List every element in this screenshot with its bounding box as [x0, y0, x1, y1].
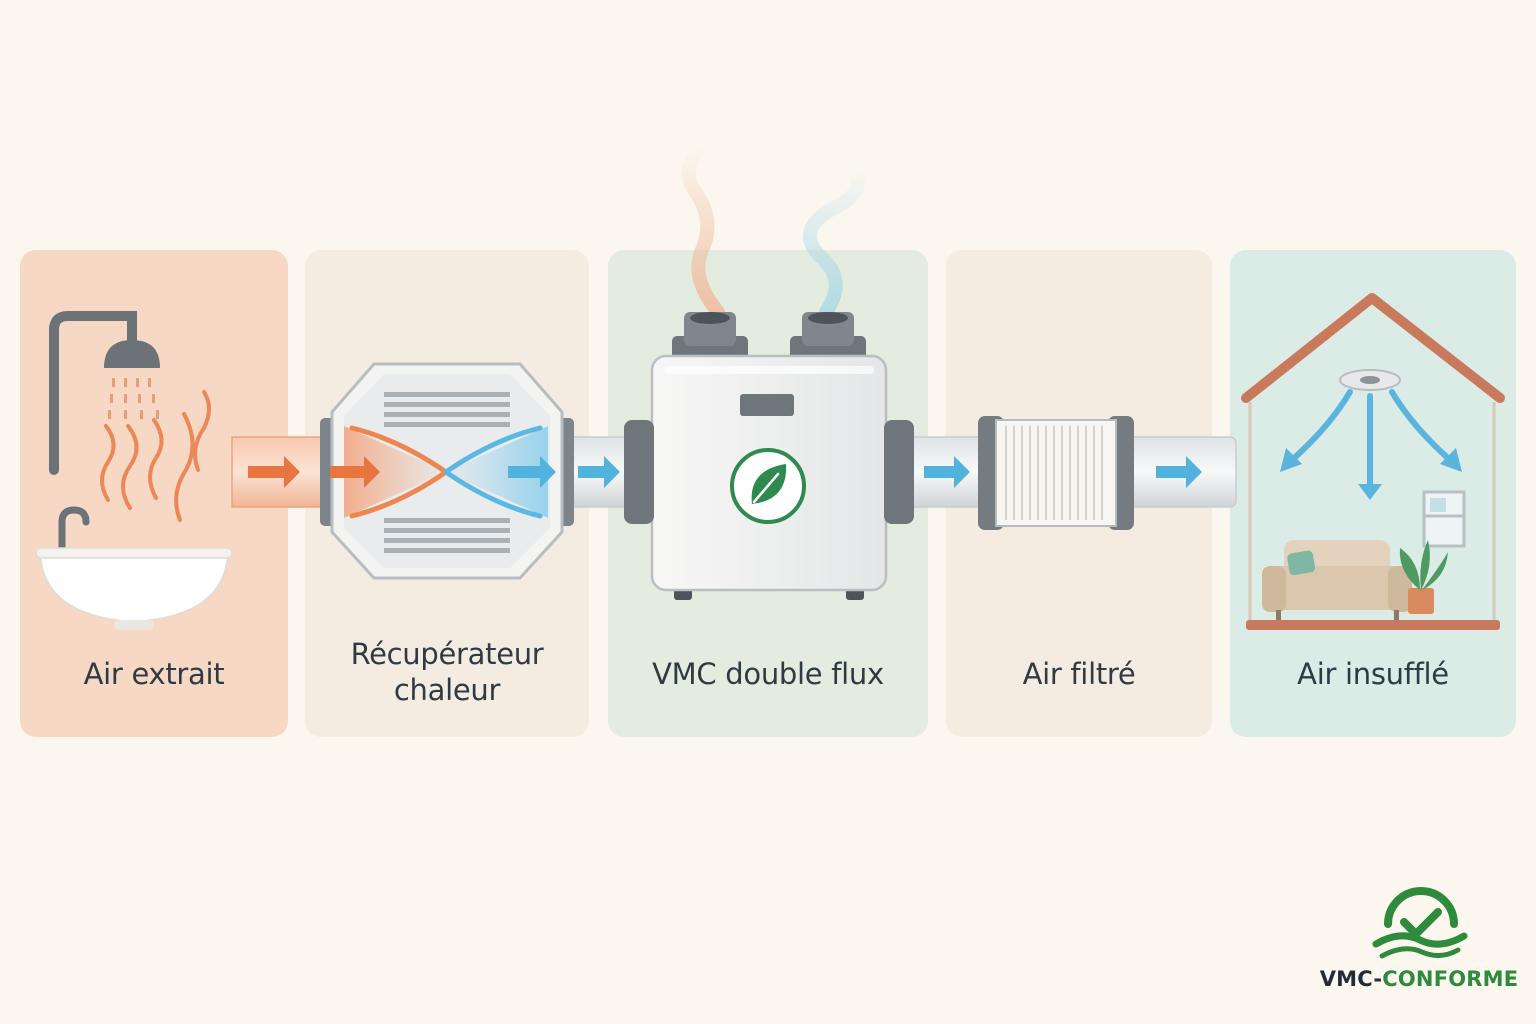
- ventilation-unit-icon: [624, 312, 914, 600]
- air-filter-icon: [978, 416, 1134, 530]
- shower-and-sink-icon: [35, 311, 233, 630]
- cool-air-arrow-3: [924, 456, 970, 488]
- cool-air-arrow-1: [508, 456, 556, 488]
- house-airflow-icon: [1241, 293, 1505, 630]
- step-label-air-insuffle: Air insufflé: [1297, 657, 1449, 691]
- warm-air-arrow-1: [248, 456, 300, 488]
- cool-air-arrow-4: [1156, 456, 1202, 488]
- step-label-air-filtre: Air filtré: [1022, 657, 1136, 691]
- step-label-recuperateur: Récupérateur chaleur: [350, 637, 544, 707]
- steam-warm: [681, 139, 725, 319]
- brand-name: VMC-CONFORME: [1316, 967, 1522, 991]
- cool-air-arrow-2: [578, 456, 620, 488]
- heat-exchanger-icon: [320, 362, 574, 580]
- brand-name-part1: VMC-: [1319, 967, 1383, 991]
- brand-logo: VMC-CONFORME: [1316, 882, 1522, 994]
- warm-air-arrow-2: [330, 456, 380, 488]
- step-label-vmc: VMC double flux: [652, 657, 884, 691]
- check-wave-logo: [1372, 887, 1468, 959]
- brand-name-part2: CONFORME: [1382, 967, 1519, 991]
- steam-cool: [802, 161, 865, 319]
- step-label-air-extrait: Air extrait: [83, 657, 225, 691]
